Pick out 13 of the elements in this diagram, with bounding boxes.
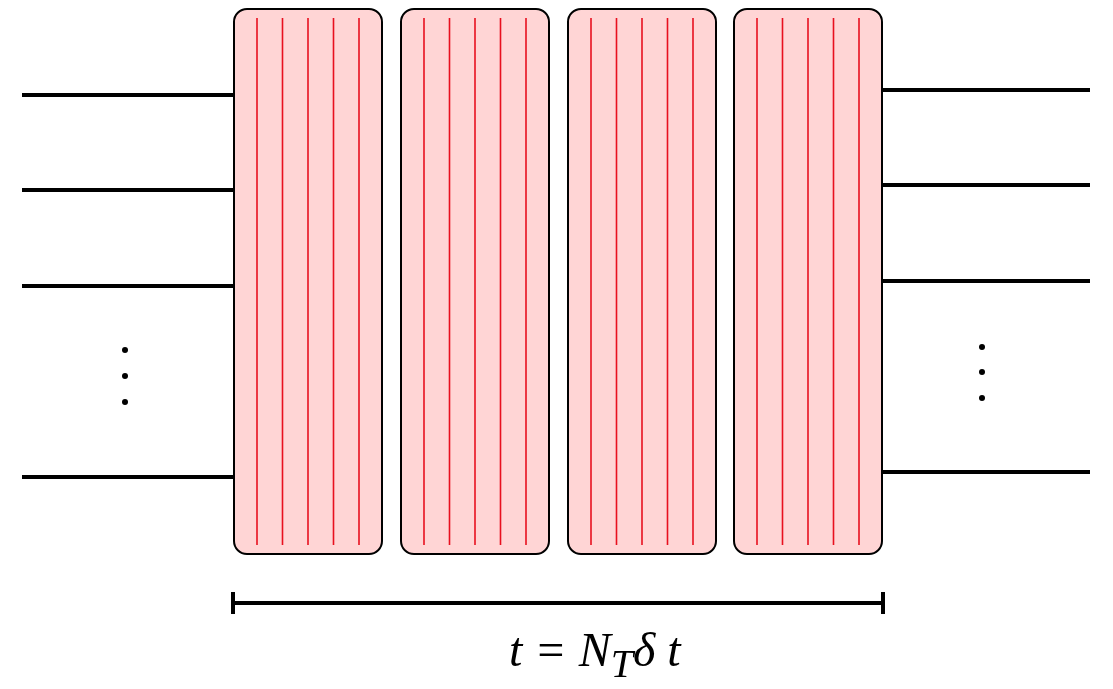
wire-line bbox=[883, 88, 1090, 92]
wire-line bbox=[883, 279, 1090, 283]
gate-block bbox=[400, 8, 550, 555]
wire-line bbox=[883, 183, 1090, 187]
wire-line bbox=[22, 475, 233, 479]
wire-line bbox=[22, 188, 233, 192]
wire-line bbox=[22, 284, 233, 288]
wire-line bbox=[22, 93, 233, 97]
gate-block bbox=[733, 8, 883, 555]
duration-formula: t = N$_{T}$δ t bbox=[509, 622, 681, 687]
gate-block bbox=[233, 8, 383, 555]
gate-block bbox=[567, 8, 717, 555]
wire-line bbox=[883, 470, 1090, 474]
